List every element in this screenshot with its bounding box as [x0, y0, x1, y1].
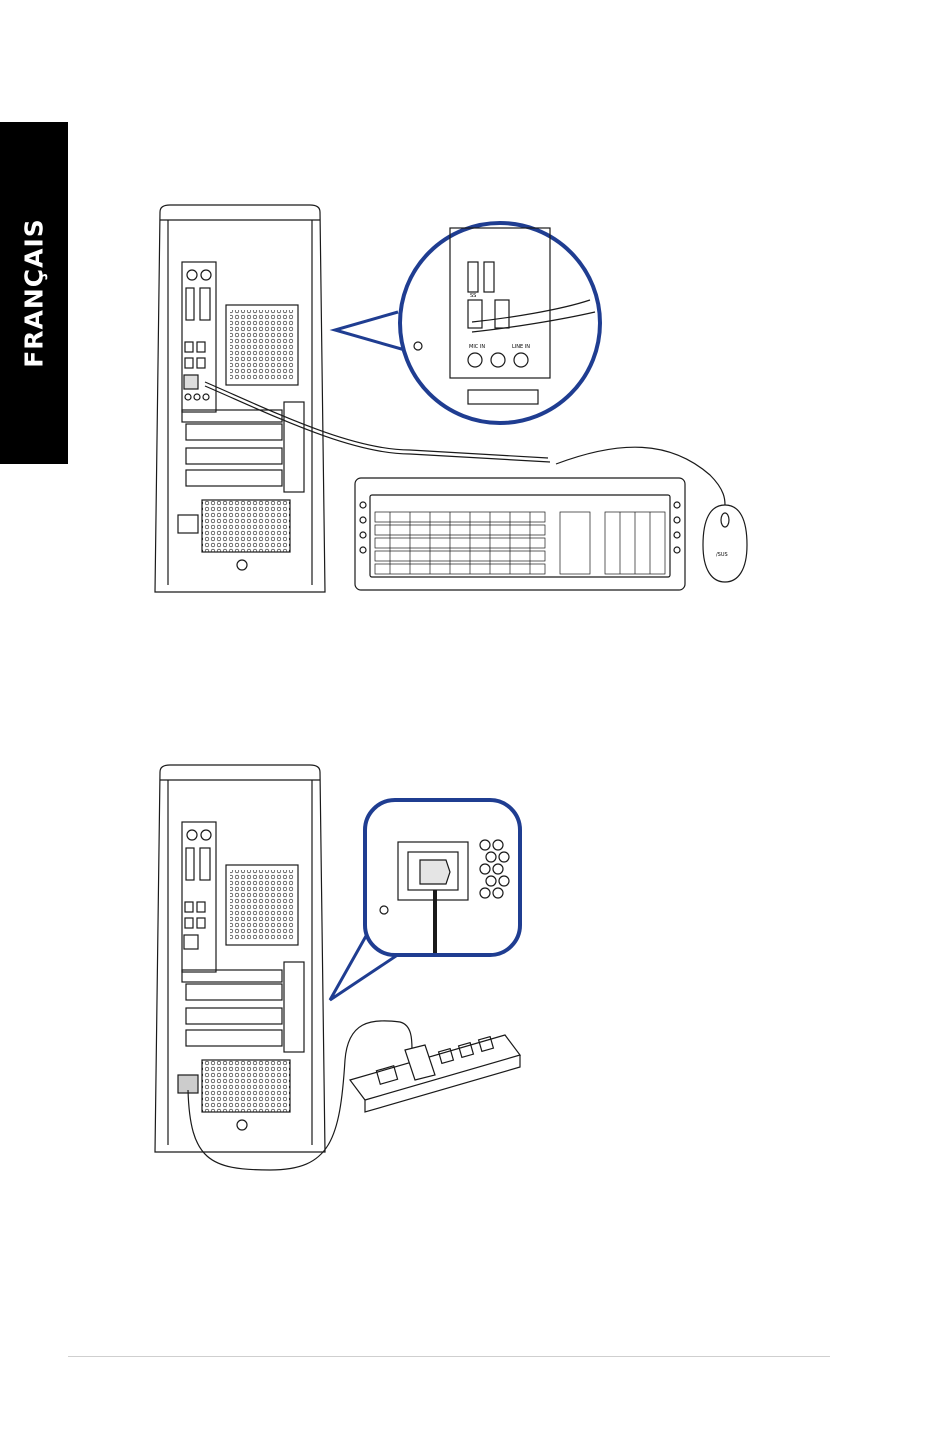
usb3-label: SS	[470, 293, 476, 299]
usb-port-callout	[335, 223, 600, 423]
language-tab: FRANÇAIS	[0, 122, 68, 464]
mouse-logo: /SUS	[716, 552, 728, 558]
desktop-tower-rear	[155, 765, 325, 1152]
mic-in-label: MIC IN	[469, 344, 485, 350]
power-strip	[350, 1035, 520, 1112]
keyboard-mouse-connection-figure: SS MIC IN LINE IN /SUS	[150, 200, 760, 600]
keyboard	[355, 478, 685, 590]
mouse	[703, 505, 747, 582]
language-tab-label: FRANÇAIS	[20, 218, 49, 368]
desktop-tower-rear	[155, 205, 325, 592]
power-socket-callout	[330, 800, 520, 1000]
power-connection-figure	[150, 760, 530, 1180]
footer-rule	[68, 1356, 830, 1357]
line-in-label: LINE IN	[512, 344, 530, 350]
